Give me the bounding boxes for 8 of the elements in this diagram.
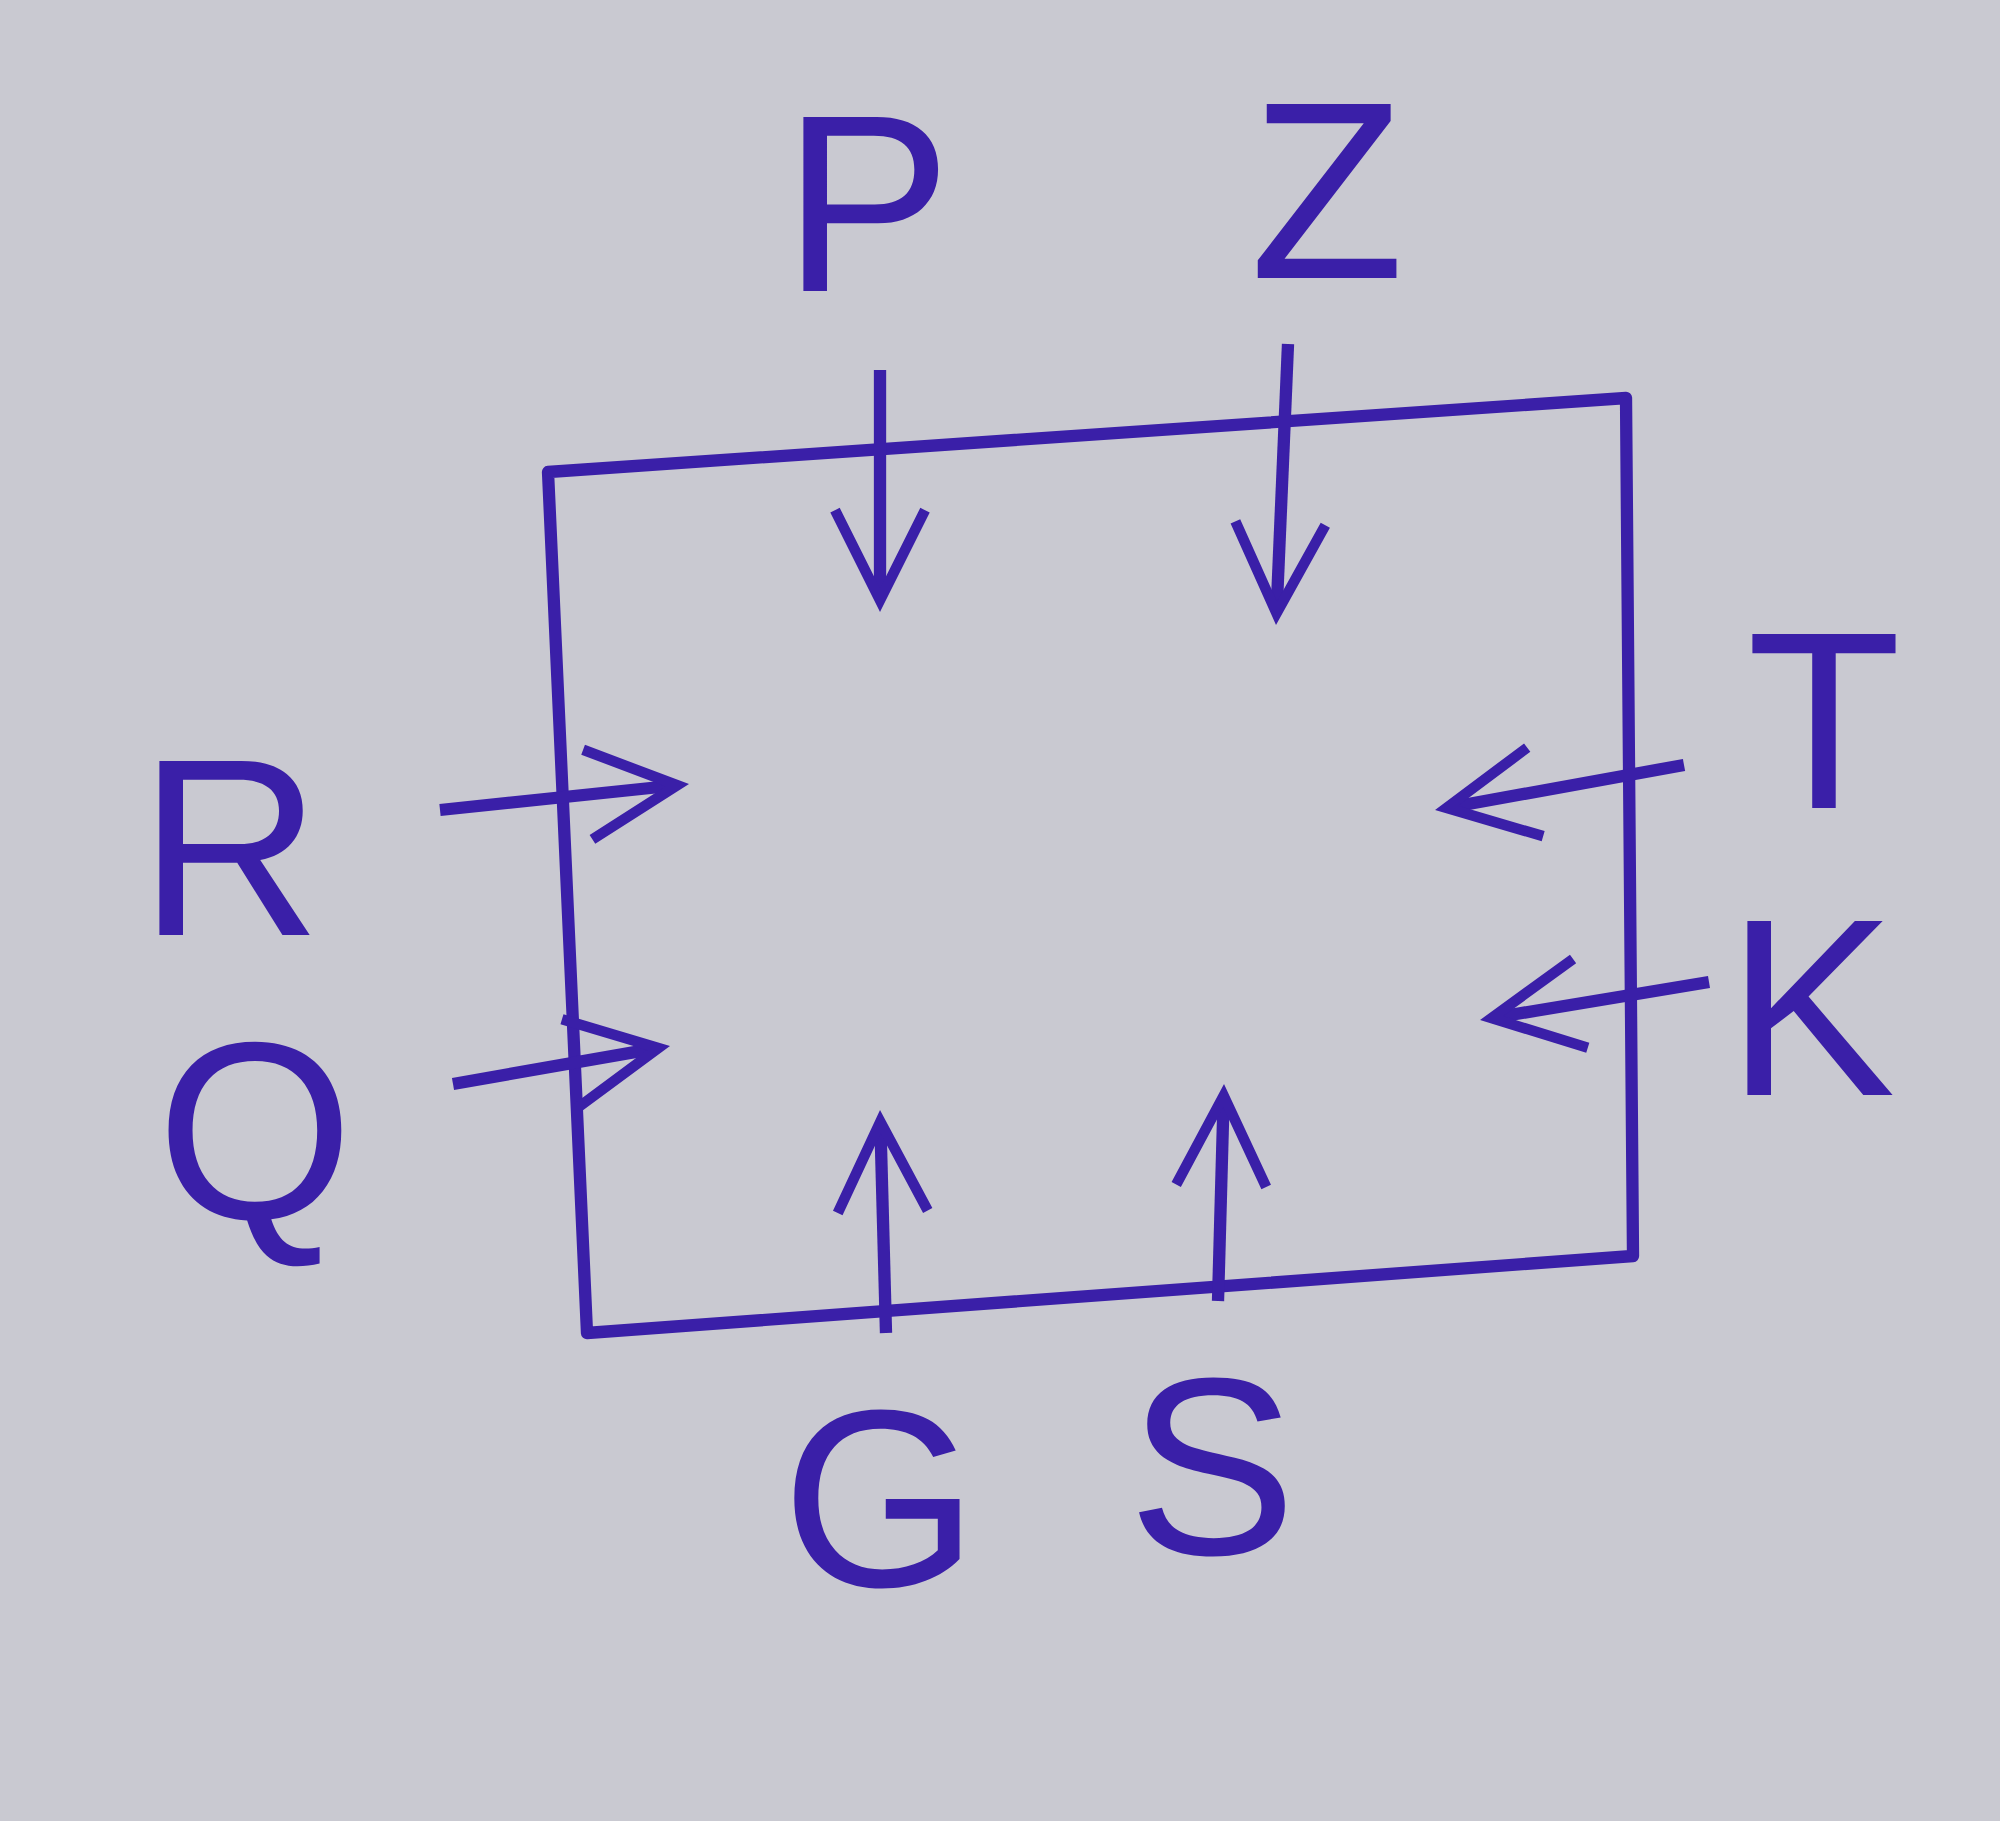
force-label: S [1139, 1377, 1285, 1557]
force-label: Z [1257, 103, 1397, 279]
force-label: Q [168, 1041, 342, 1267]
force-label: G [794, 1409, 960, 1589]
force-label: K [1747, 920, 1893, 1096]
force-label: P [803, 116, 939, 292]
force-label: R [159, 760, 310, 936]
force-label: T [1752, 633, 1896, 809]
